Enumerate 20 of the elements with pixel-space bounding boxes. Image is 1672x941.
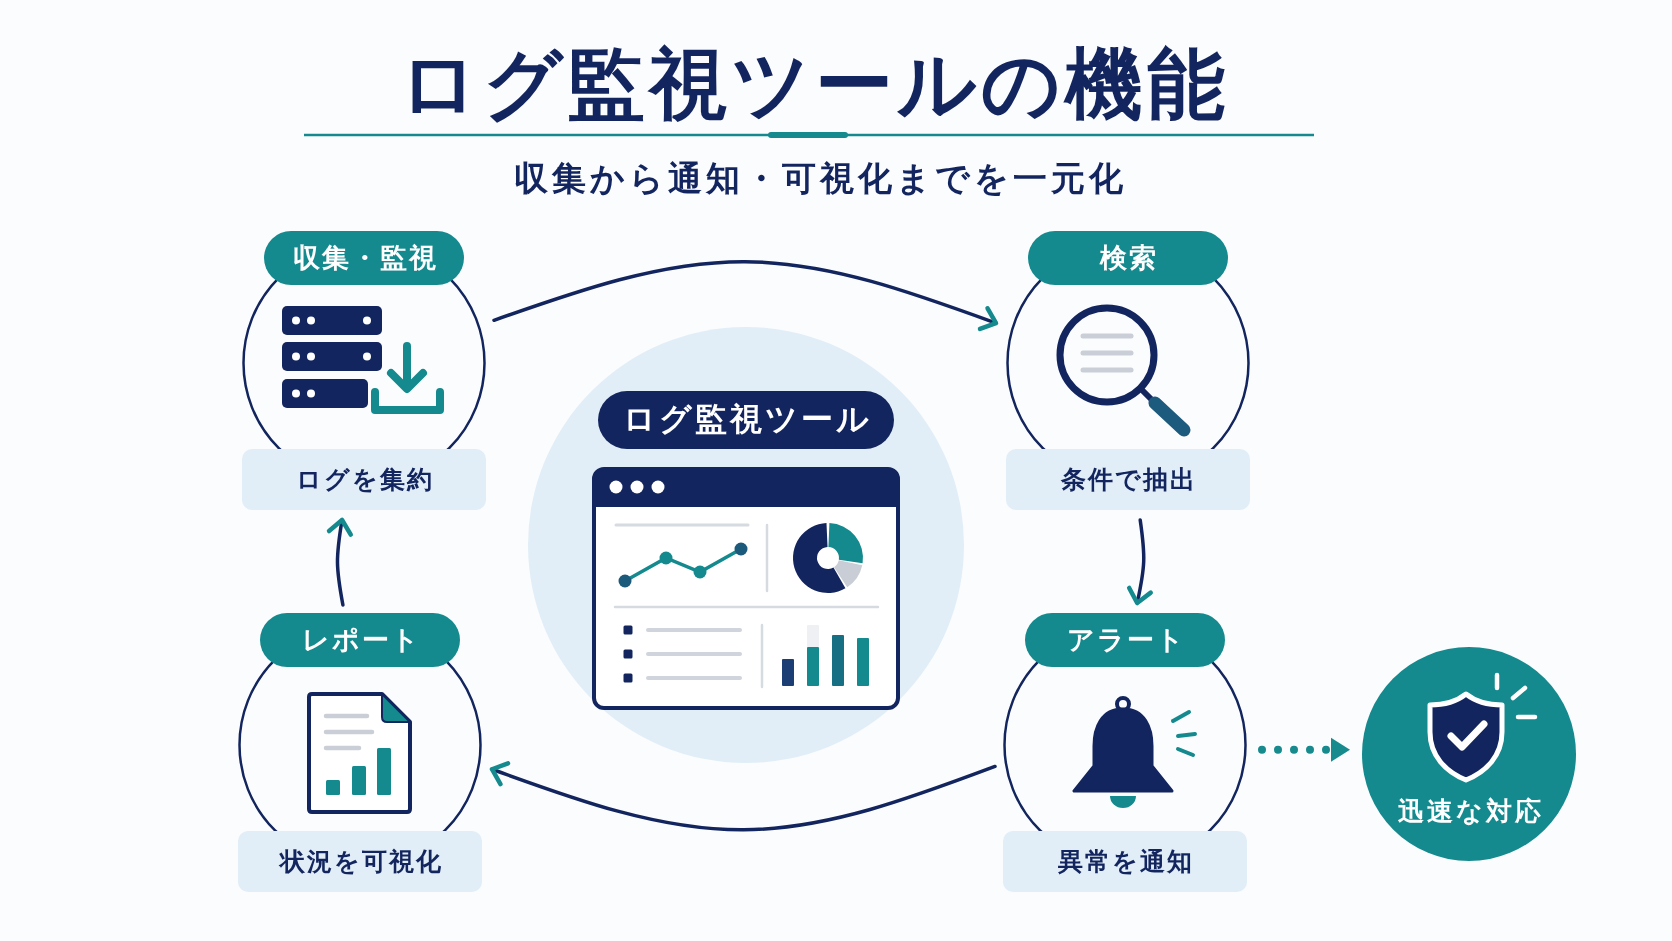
step-circle [1006,231,1250,510]
step-circle [242,231,486,510]
arrow [489,761,997,832]
step-heading: 検索 [1028,231,1228,285]
step-circle [238,613,482,892]
step-description: 状況を可視化 [238,831,482,892]
title: ログ監視ツールの機能 [398,40,1229,130]
arrow [1126,518,1153,606]
step-description: 異常を通知 [1003,831,1247,892]
arrow [326,517,353,607]
arrow [492,259,999,332]
step-description: 条件で抽出 [1006,449,1250,510]
step-circle [1003,613,1247,892]
step-heading: レポート [260,613,460,667]
result-label: 迅速な対応 [1396,796,1544,828]
step-description: ログを集約 [242,449,486,510]
subtitle: 収集から通知・可視化までを一元化 [512,157,1127,199]
hub-heading: ログ監視ツール [598,391,894,449]
step-heading: アラート [1025,613,1225,667]
step-heading: 収集・監視 [264,231,464,285]
